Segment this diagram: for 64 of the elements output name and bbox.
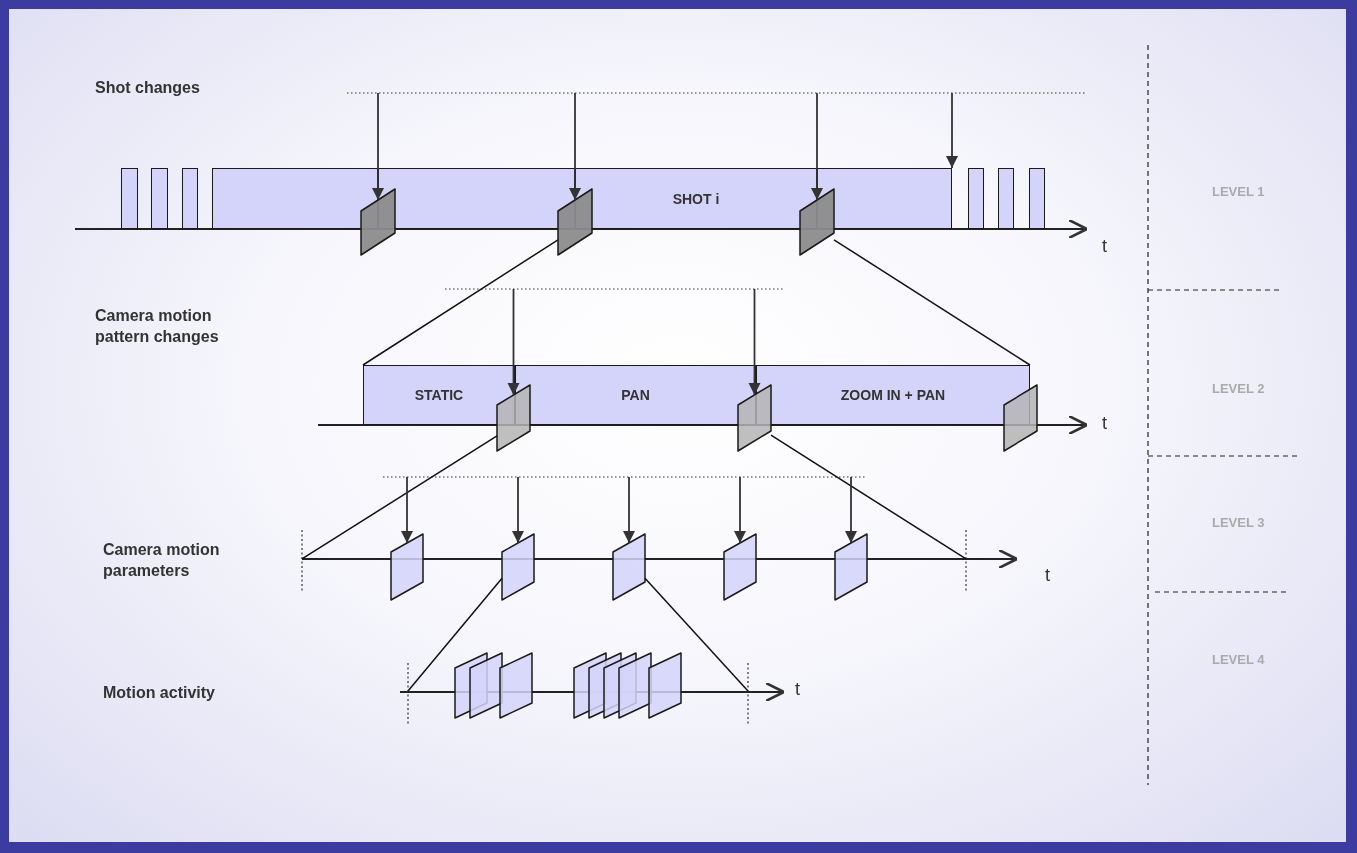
arrow bbox=[811, 92, 823, 201]
axis-label: t bbox=[795, 678, 800, 701]
arrow bbox=[734, 476, 746, 544]
tick-mark bbox=[407, 663, 409, 724]
arrow bbox=[512, 476, 524, 544]
arrow bbox=[569, 92, 581, 201]
tick-mark bbox=[301, 530, 303, 593]
shot-segment bbox=[817, 168, 952, 229]
level-label: LEVEL 4 bbox=[1212, 652, 1265, 669]
arrow bbox=[372, 92, 384, 201]
segment-label: PAN bbox=[621, 387, 650, 403]
arrow bbox=[748, 288, 761, 396]
frame-marker bbox=[724, 534, 756, 600]
segment-label: SHOT i bbox=[672, 190, 720, 207]
frame-marker bbox=[800, 189, 834, 255]
shot-segment bbox=[182, 168, 198, 229]
level-label: LEVEL 2 bbox=[1212, 381, 1265, 398]
shot-segment bbox=[998, 168, 1014, 229]
segment-label: STATIC bbox=[414, 387, 464, 403]
frame-marker bbox=[500, 653, 532, 718]
zoom-line bbox=[770, 434, 967, 560]
shot-segment bbox=[212, 168, 378, 229]
row-label: Motion activity bbox=[103, 683, 215, 703]
frame-marker bbox=[649, 653, 681, 718]
row-label: Camera motion parameters bbox=[103, 540, 221, 581]
shot-segment bbox=[121, 168, 138, 229]
tick-mark bbox=[747, 663, 749, 724]
arrow bbox=[845, 476, 857, 544]
axis-label: t bbox=[1102, 235, 1107, 258]
frame-marker bbox=[361, 189, 395, 255]
frame-marker bbox=[502, 534, 534, 600]
shot-segment bbox=[968, 168, 984, 229]
tick-mark bbox=[965, 530, 967, 593]
level-label: LEVEL 3 bbox=[1212, 515, 1265, 532]
zoom-line bbox=[362, 239, 559, 366]
frame-marker bbox=[619, 653, 651, 718]
zoom-line bbox=[407, 577, 503, 692]
shot-segment bbox=[1029, 168, 1045, 229]
arrow bbox=[623, 476, 635, 544]
zoom-line bbox=[833, 239, 1031, 366]
frame-marker bbox=[835, 534, 867, 600]
level-label: LEVEL 1 bbox=[1212, 184, 1265, 201]
frame-marker bbox=[470, 653, 502, 718]
row-label: Camera motion pattern changes bbox=[95, 306, 220, 347]
zoom-line bbox=[644, 577, 749, 692]
zoom-line bbox=[301, 435, 498, 560]
arrow bbox=[507, 288, 520, 396]
frame-marker bbox=[497, 385, 530, 451]
frame-marker bbox=[613, 534, 645, 600]
segment-label: ZOOM IN + PAN bbox=[840, 387, 946, 403]
segment-box bbox=[363, 365, 515, 425]
frame-marker bbox=[391, 534, 423, 600]
axis-label: t bbox=[1102, 412, 1107, 435]
frame-marker bbox=[558, 189, 592, 255]
frame-marker bbox=[1004, 385, 1037, 451]
segment-box bbox=[575, 168, 817, 229]
axis-label: t bbox=[1045, 564, 1050, 587]
frame-marker bbox=[738, 385, 771, 451]
arrow bbox=[946, 92, 958, 169]
segment-box bbox=[756, 365, 1030, 425]
arrow bbox=[401, 476, 413, 544]
shot-segment bbox=[151, 168, 168, 229]
segment-box bbox=[515, 365, 756, 425]
row-label: Shot changes bbox=[95, 78, 200, 98]
